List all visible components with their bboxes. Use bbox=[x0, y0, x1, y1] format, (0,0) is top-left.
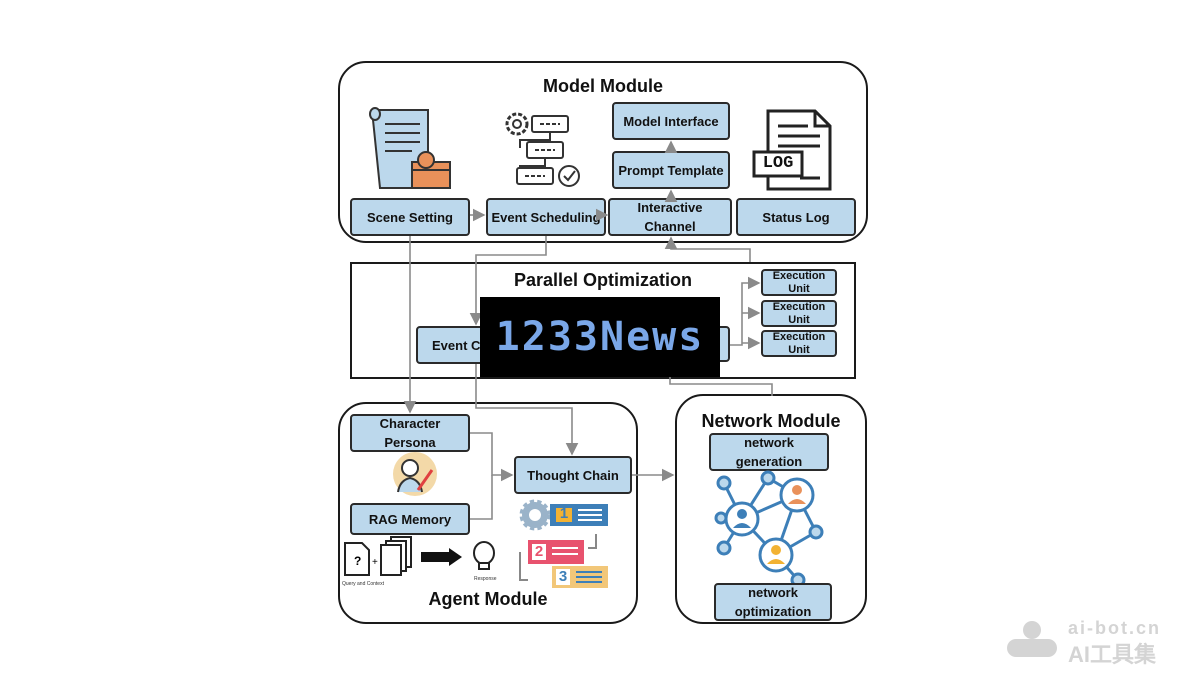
step-1-label: 1 bbox=[559, 505, 569, 522]
step-3-label: 3 bbox=[558, 568, 568, 585]
network-optimization-box: network optimization bbox=[714, 583, 832, 621]
character-persona-box: Character Persona bbox=[350, 414, 470, 452]
prompt-template-box: Prompt Template bbox=[612, 151, 730, 189]
execution-unit-1: Execution Unit bbox=[761, 269, 837, 296]
execution-unit-2: Execution Unit bbox=[761, 300, 837, 327]
event-scheduling-box: Event Scheduling bbox=[486, 198, 606, 236]
scene-setting-box: Scene Setting bbox=[350, 198, 470, 236]
log-icon-label: LOG bbox=[762, 154, 794, 173]
network-generation-box: network generation bbox=[709, 433, 829, 471]
execution-unit-3: Execution Unit bbox=[761, 330, 837, 357]
network-module-title: Network Module bbox=[701, 411, 841, 431]
thought-chain-box: Thought Chain bbox=[514, 456, 632, 494]
news-banner-text: 1233News bbox=[495, 314, 705, 360]
parallel-optimization-title: Parallel Optimization bbox=[513, 270, 693, 290]
model-interface-box: Model Interface bbox=[612, 102, 730, 140]
llm-caption: RAG LLM bbox=[421, 544, 439, 549]
svg-text:+: + bbox=[372, 557, 378, 568]
agent-module-title: Agent Module bbox=[428, 589, 548, 609]
status-log-box: Status Log bbox=[736, 198, 856, 236]
response-caption: Response bbox=[474, 576, 497, 582]
model-module-title: Model Module bbox=[543, 76, 663, 96]
news-banner-overlay bbox=[480, 297, 720, 377]
svg-text:?: ? bbox=[354, 554, 361, 568]
watermark-name: AI工具集 bbox=[1068, 642, 1157, 667]
rag-memory-box: RAG Memory bbox=[350, 503, 470, 535]
watermark-url: ai-bot.cn bbox=[1068, 618, 1161, 638]
query-context-caption: Query and Context bbox=[342, 581, 384, 587]
interactive-channel-box: Interactive Channel bbox=[608, 198, 732, 236]
step-2-label: 2 bbox=[534, 543, 544, 560]
